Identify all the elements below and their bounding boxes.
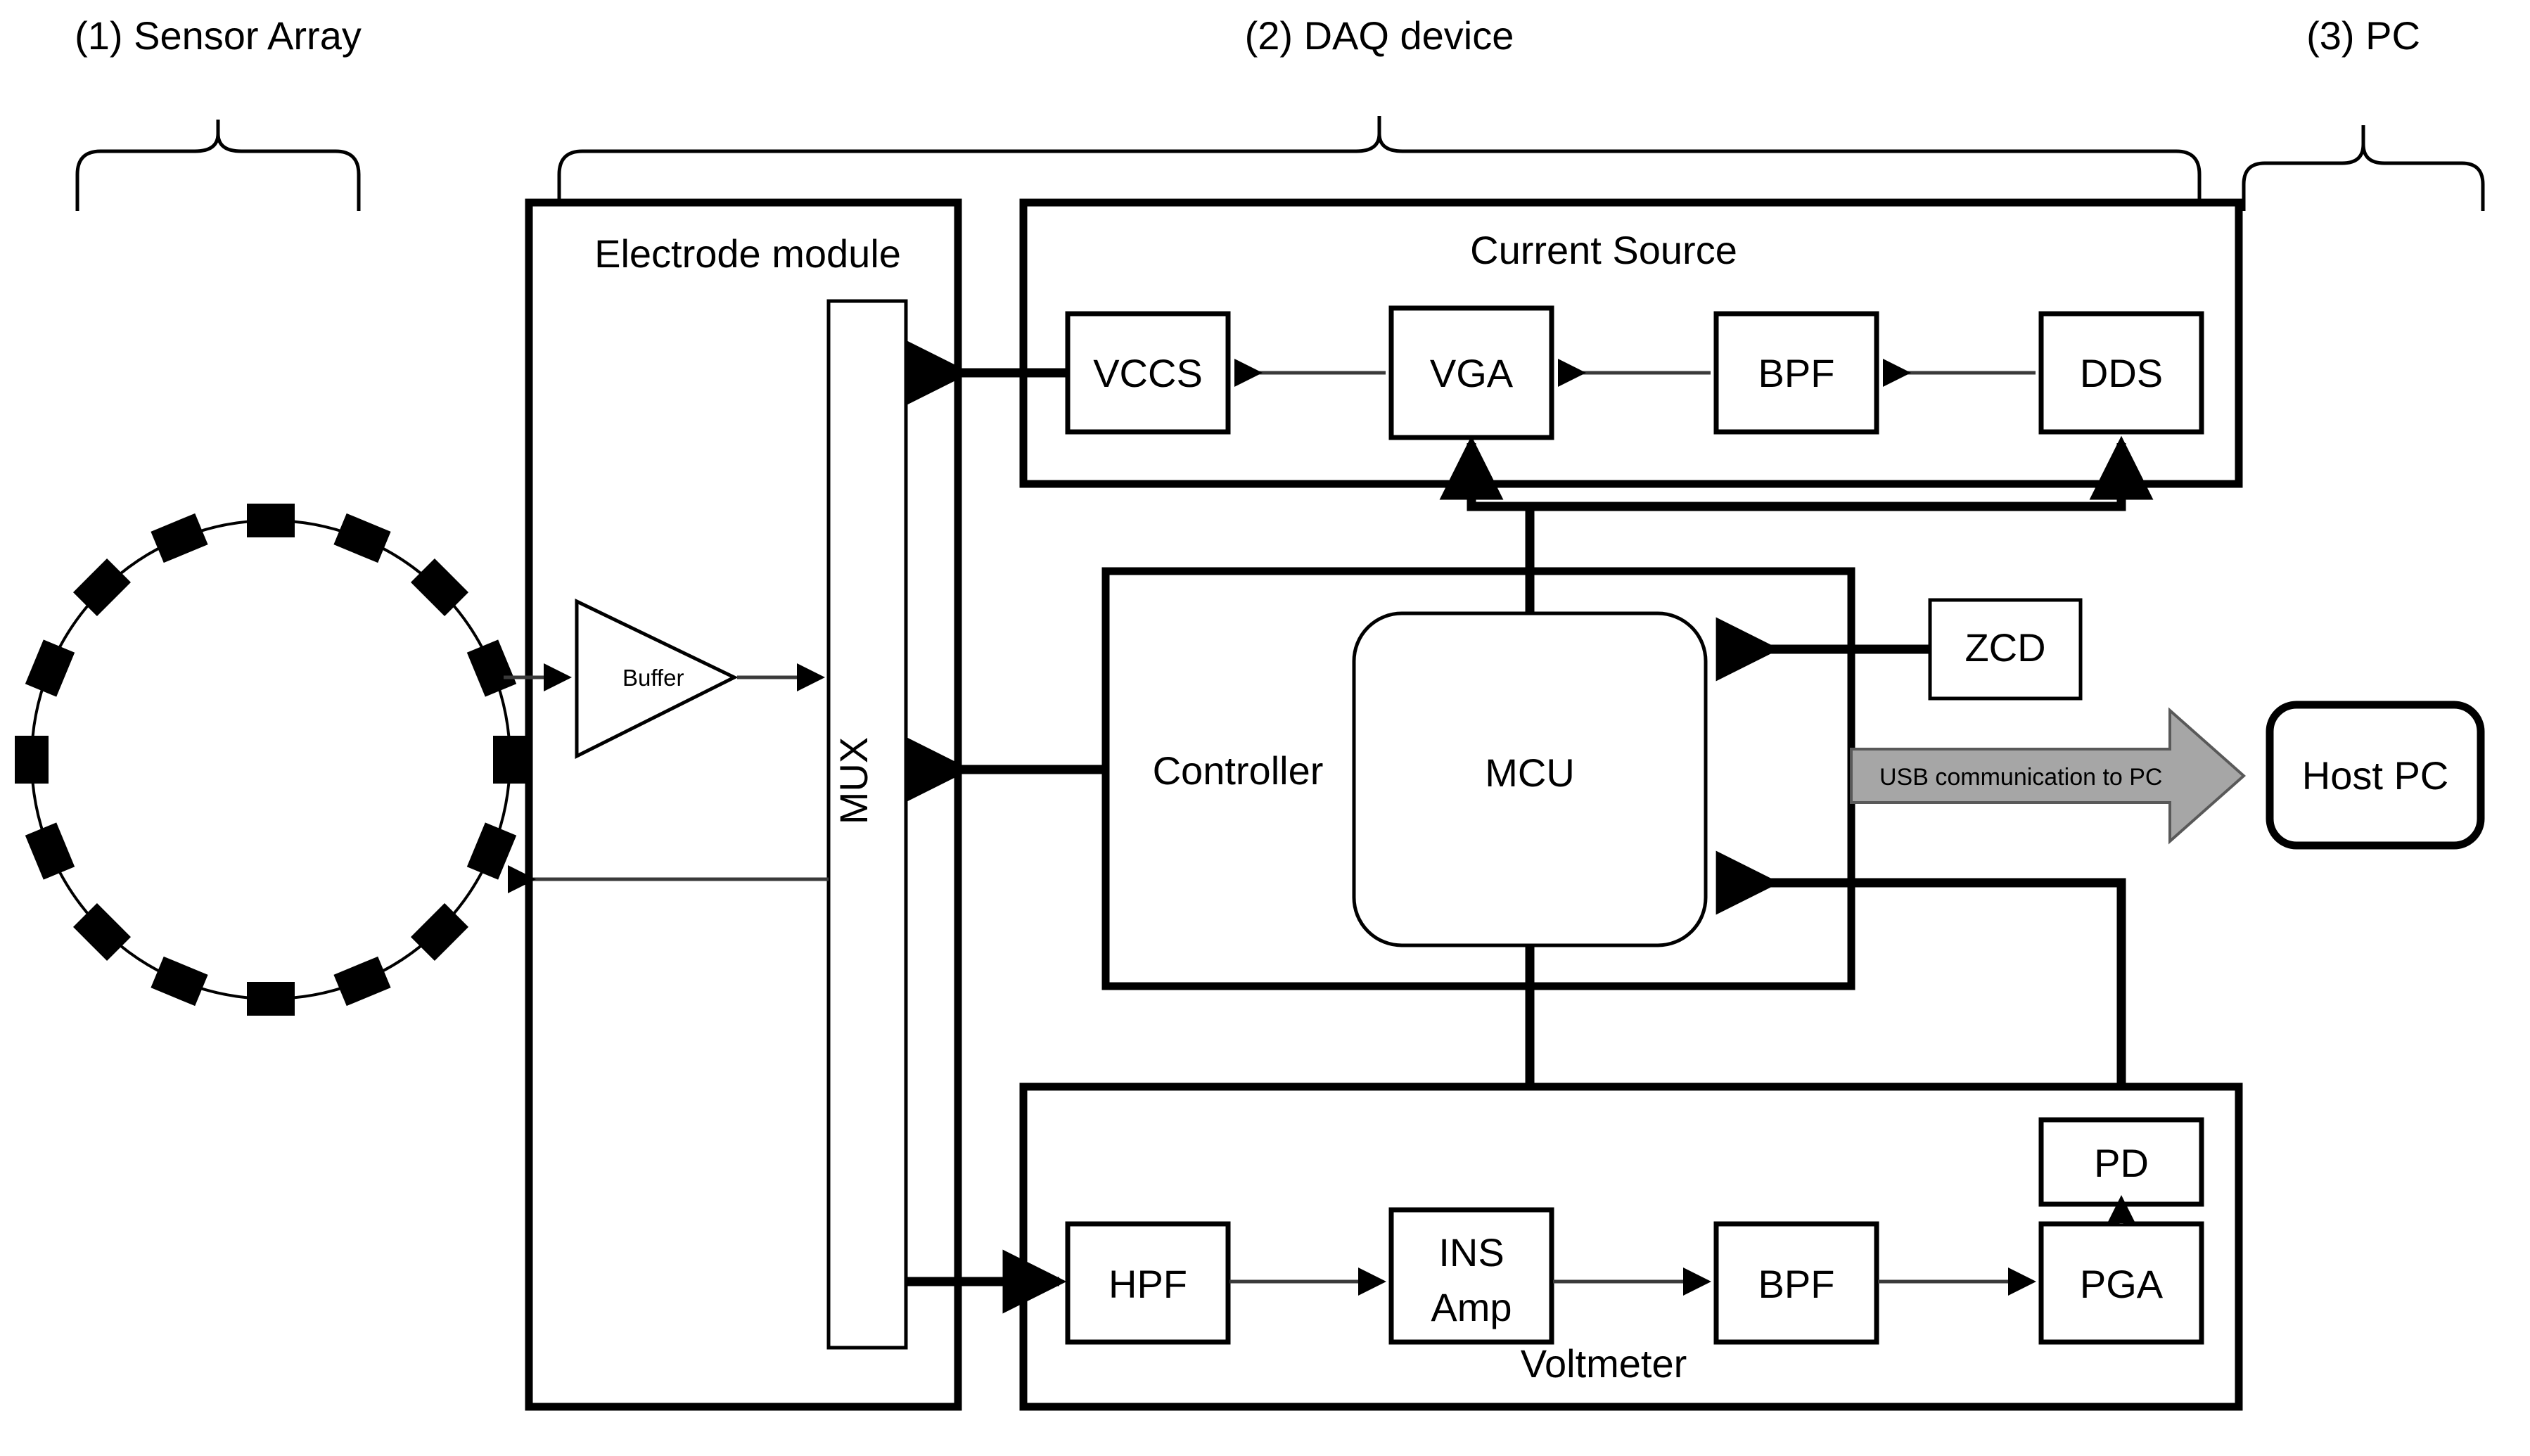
block-pga	[2038, 1221, 2204, 1345]
block-hpf	[1065, 1221, 1231, 1345]
block-ins-amp-label-line2: Amp	[1431, 1285, 1512, 1329]
electrode	[247, 504, 295, 537]
block-vccs	[1065, 311, 1231, 435]
brace-pc	[2242, 125, 2485, 211]
sensor-array-ring	[15, 504, 527, 1016]
electrode-group	[15, 504, 527, 1016]
section-label-daq-device: (2) DAQ device	[1245, 13, 1514, 58]
block-vga	[1388, 305, 1554, 440]
block-ins-amp	[1388, 1207, 1554, 1345]
electrode	[466, 639, 517, 697]
voltmeter-title: Voltmeter	[1521, 1341, 1687, 1386]
electrode	[410, 558, 469, 617]
current-source-title: Current Source	[1470, 228, 1737, 272]
block-zcd	[1928, 598, 2083, 701]
buffer-label: Buffer	[622, 665, 684, 691]
block-pd-label: PD	[2094, 1141, 2149, 1185]
usb-label: USB communication to PC	[1879, 764, 2163, 791]
block-pga-label: PGA	[2080, 1262, 2164, 1306]
buffer-triangle	[575, 599, 739, 760]
brace-daq-device	[557, 116, 2202, 211]
block-dds	[2038, 311, 2204, 435]
block-ins-amp-label-line1: INS	[1438, 1230, 1504, 1275]
block-bpf-current-label: BPF	[1758, 351, 1835, 395]
electrode	[25, 639, 75, 697]
electrode	[466, 822, 517, 880]
block-bpf-current	[1713, 311, 1879, 435]
mux-box	[826, 299, 908, 1350]
block-hpf-label: HPF	[1109, 1262, 1187, 1306]
electrode	[151, 513, 208, 563]
electrode	[493, 736, 527, 784]
electrode	[72, 558, 132, 617]
electrode	[72, 902, 132, 962]
block-dds-label: DDS	[2080, 351, 2163, 395]
block-bpf-voltmeter-label: BPF	[1758, 1262, 1835, 1306]
section-label-sensor-array: (1) Sensor Array	[75, 13, 362, 58]
mux-label: MUX	[831, 737, 876, 824]
host-pc-label: Host PC	[2302, 753, 2449, 798]
electrode	[247, 982, 295, 1016]
electrode	[333, 513, 391, 563]
electrode	[15, 736, 49, 784]
controller-title: Controller	[1153, 748, 1324, 793]
block-zcd-label: ZCD	[1964, 625, 2045, 670]
electrode-module-title: Electrode module	[594, 231, 901, 276]
block-bpf-voltmeter	[1713, 1221, 1879, 1345]
section-label-pc: (3) PC	[2306, 13, 2420, 58]
electrode	[333, 956, 391, 1007]
electrode	[410, 902, 469, 962]
brace-sensor-array	[75, 120, 361, 211]
usb-arrow	[1850, 707, 2247, 845]
mcu-label: MCU	[1485, 751, 1575, 795]
electrode	[25, 822, 75, 880]
host-pc-box	[2266, 701, 2485, 850]
wire-mcu-to-dds	[1471, 435, 2154, 511]
block-vccs-label: VCCS	[1093, 351, 1203, 395]
wire-pd-to-mcu	[1716, 850, 2126, 1143]
block-vga-label: VGA	[1430, 351, 1514, 395]
electrode	[151, 956, 208, 1007]
